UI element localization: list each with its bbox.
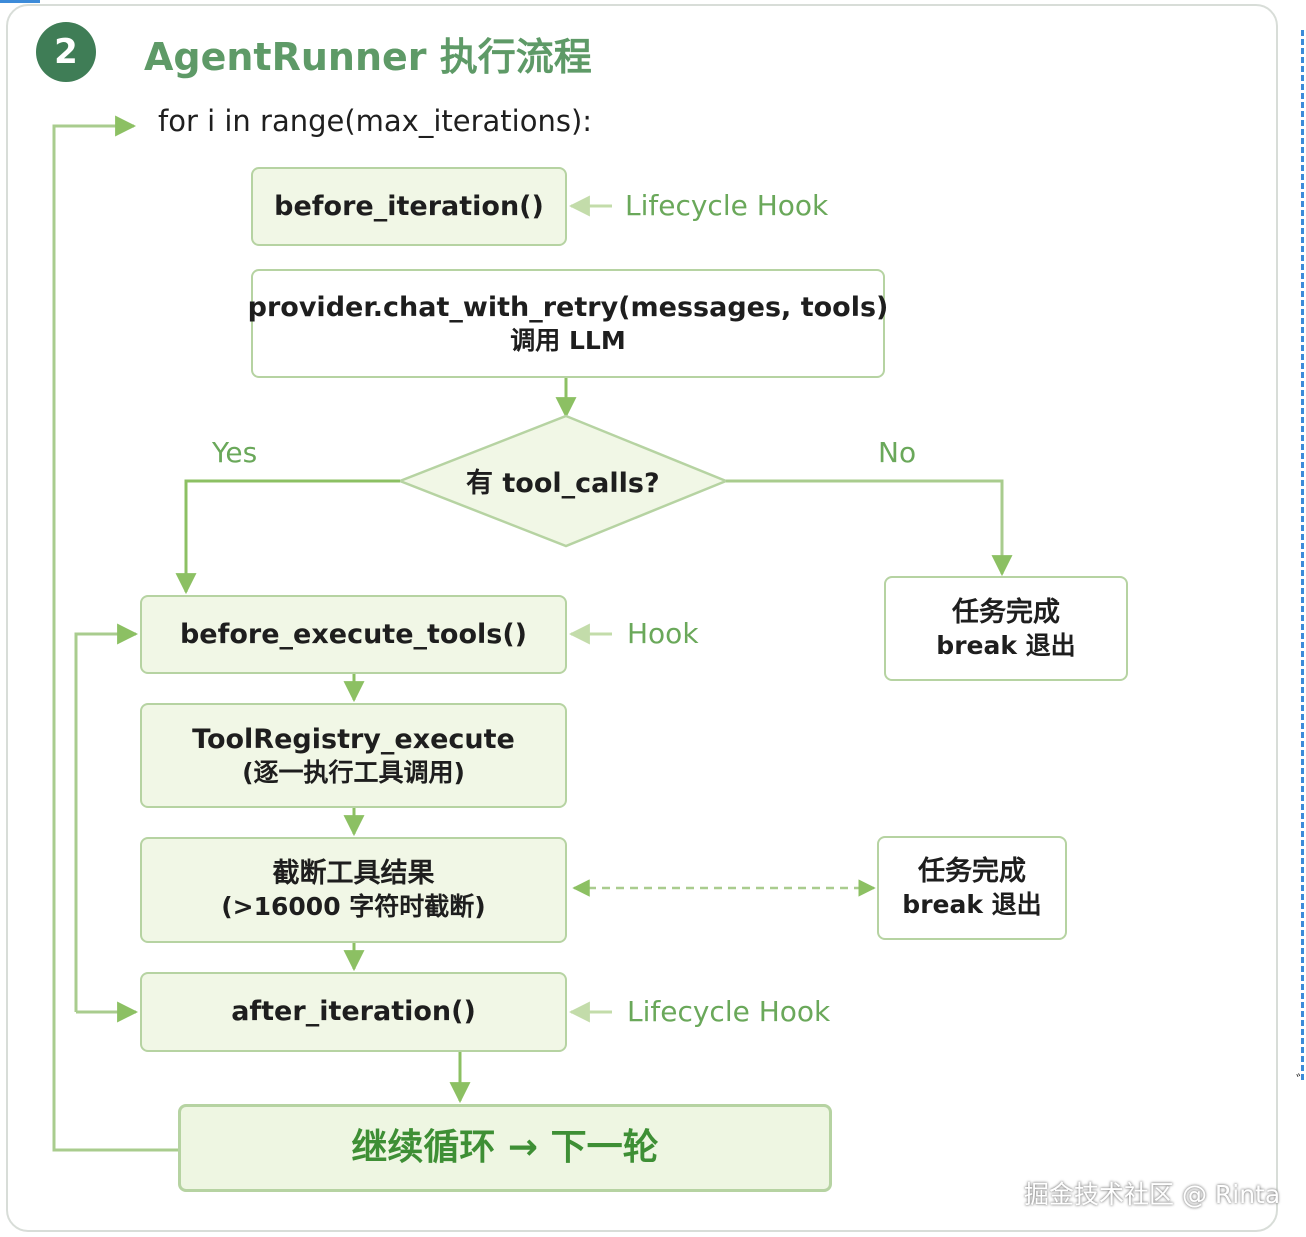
before-execute-tools-label: before_execute_tools() bbox=[179, 618, 528, 650]
no-branch-line bbox=[726, 479, 1013, 577]
cropped-text-fragment: ﾞ bbox=[1296, 1072, 1305, 1091]
no-label: No bbox=[878, 436, 917, 469]
selection-border bbox=[1301, 30, 1304, 1080]
chat-with-retry-box: provider.chat_with_retry(messages, tools… bbox=[248, 269, 888, 378]
diagram-title: AgentRunner 执行流程 bbox=[144, 35, 592, 79]
before-execute-tools-box: before_execute_tools() bbox=[140, 595, 567, 674]
hook-label: Hook bbox=[627, 617, 699, 650]
chat-call-label: provider.chat_with_retry(messages, tools… bbox=[247, 291, 889, 323]
task-done-label: 任务完成 bbox=[952, 596, 1060, 628]
decision-diamond bbox=[396, 414, 730, 548]
task-done-box-no-tools: 任务完成 break 退出 bbox=[884, 576, 1128, 681]
decision-label: 有 tool_calls? bbox=[466, 468, 660, 499]
tool-registry-label: ToolRegistry_execute bbox=[192, 723, 515, 755]
yes-label: Yes bbox=[212, 436, 258, 469]
lifecycle-hook-label: Lifecycle Hook bbox=[627, 995, 831, 1028]
continue-loop-box: 继续循环 → 下一轮 bbox=[178, 1104, 832, 1192]
yes-branch-line bbox=[175, 479, 400, 595]
before-iteration-label: before_iteration() bbox=[274, 190, 544, 222]
inner-loop-line bbox=[74, 623, 139, 1012]
before-iteration-box: before_iteration() bbox=[251, 167, 567, 246]
loop-header: for i in range(max_iterations): bbox=[158, 104, 593, 138]
truncate-results-box: 截断工具结果 (>16000 字符时截断) bbox=[140, 837, 567, 943]
task-done-label: 任务完成 bbox=[918, 856, 1026, 888]
after-iteration-label: after_iteration() bbox=[231, 996, 476, 1028]
step-badge: 2 bbox=[36, 22, 96, 82]
tool-registry-sublabel: (逐一执行工具调用) bbox=[242, 757, 465, 787]
watermark: 掘金技术社区 @ Rinta bbox=[1024, 1180, 1281, 1209]
tool-registry-execute-box: ToolRegistry_execute (逐一执行工具调用) bbox=[140, 703, 567, 808]
loop-return-line bbox=[52, 115, 178, 1152]
chat-call-sublabel: 调用 LLM bbox=[510, 325, 626, 355]
continue-loop-label: 继续循环 → 下一轮 bbox=[351, 1126, 659, 1168]
truncate-label: 截断工具结果 bbox=[272, 858, 435, 890]
after-iteration-box: after_iteration() bbox=[140, 972, 567, 1052]
task-done-box-truncate: 任务完成 break 退出 bbox=[877, 836, 1067, 940]
break-exit-label: break 退出 bbox=[936, 630, 1076, 660]
break-exit-label: break 退出 bbox=[902, 890, 1042, 920]
truncate-sublabel: (>16000 字符时截断) bbox=[221, 892, 486, 922]
lifecycle-hook-label: Lifecycle Hook bbox=[625, 189, 829, 222]
window-corner-mark bbox=[0, 0, 40, 3]
